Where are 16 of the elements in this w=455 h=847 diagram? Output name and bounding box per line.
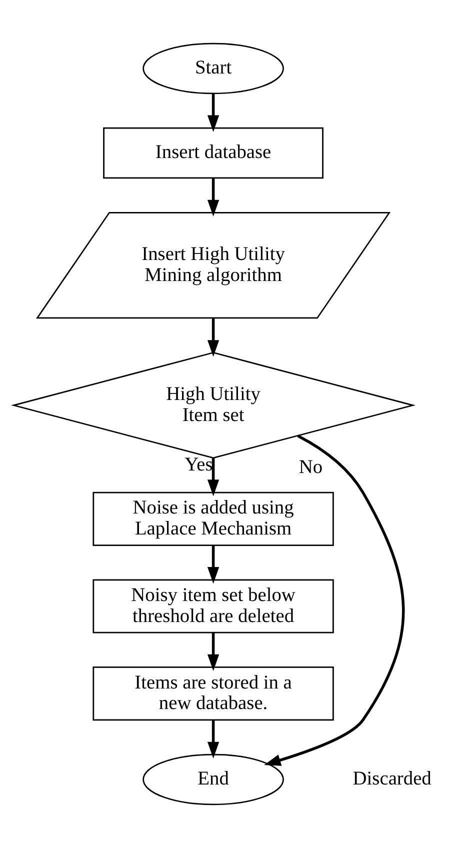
arrow [207,93,220,132]
arrow [207,545,220,584]
arrow [207,318,220,356]
edge-label: No [298,456,323,478]
arrow [207,719,220,758]
arrow [207,458,220,496]
node-box: Noisy item set below threshold are deleted [92,578,334,633]
node-ellipse: Start [142,42,284,94]
node-box: Noise is added using Laplace Mechanism [92,491,334,546]
arrow [264,434,405,766]
node-box: Insert database [103,126,324,178]
node-box: Items are stored in a new database. [92,666,334,720]
node-diamond: High Utility Item set [11,351,416,458]
arrow [207,632,220,671]
label: Discarded [352,768,432,790]
arrow [207,178,220,216]
